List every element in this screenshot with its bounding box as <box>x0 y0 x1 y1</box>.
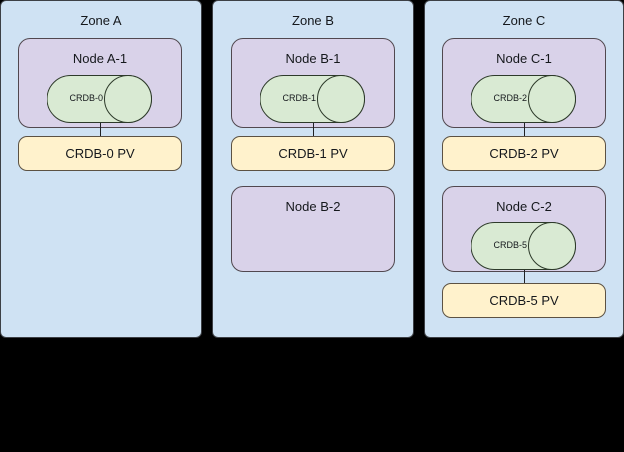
persistent-volume-crdb-0-pv: CRDB-0 PV <box>18 136 182 171</box>
persistent-volume-crdb-1-pv: CRDB-1 PV <box>231 136 395 171</box>
zone-title: Zone B <box>292 13 334 28</box>
cylinder-shape <box>47 75 152 123</box>
zone-title: Zone A <box>80 13 122 28</box>
node-to-pv-connector <box>100 123 101 136</box>
node-title: Node B-1 <box>285 51 341 66</box>
zone-title: Zone C <box>502 13 546 28</box>
persistent-volume-crdb-5-pv: CRDB-5 PV <box>442 283 606 318</box>
cylinder-shape <box>260 75 365 123</box>
persistent-volume-crdb-2-pv: CRDB-2 PV <box>442 136 606 171</box>
database-cylinder-crdb-2: CRDB-2 <box>471 75 577 123</box>
database-label: CRDB-2 <box>493 93 527 103</box>
database-label: CRDB-0 <box>69 93 103 103</box>
node-title: Node B-2 <box>285 199 341 214</box>
database-cylinder-crdb-5: CRDB-5 <box>471 222 577 270</box>
node-title: Node C-2 <box>496 199 552 214</box>
database-cylinder-crdb-1: CRDB-1 <box>260 75 366 123</box>
node-box-node-b-2: Node B-2 <box>231 186 395 272</box>
node-title: Node C-1 <box>496 51 552 66</box>
cylinder-shape <box>471 222 576 270</box>
node-to-pv-connector <box>524 123 525 136</box>
database-label: CRDB-5 <box>493 240 527 250</box>
database-label: CRDB-1 <box>282 93 316 103</box>
database-cylinder-crdb-0: CRDB-0 <box>47 75 153 123</box>
node-to-pv-connector <box>524 270 525 283</box>
cylinder-shape <box>471 75 576 123</box>
node-title: Node A-1 <box>72 51 128 66</box>
node-to-pv-connector <box>313 123 314 136</box>
